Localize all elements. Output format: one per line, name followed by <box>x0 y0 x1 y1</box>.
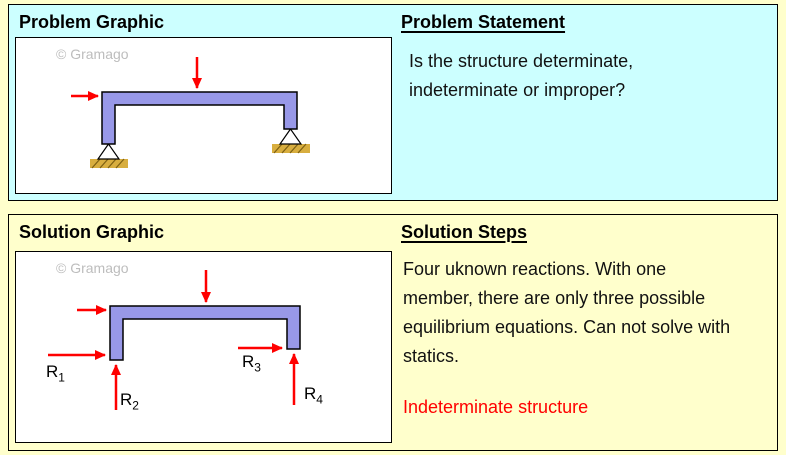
watermark-text: © Gramago <box>56 46 129 62</box>
reaction-subscript: 3 <box>254 360 261 375</box>
reaction-subscript: 2 <box>132 398 139 413</box>
solution-steps-column: Solution Steps Four uknown reactions. Wi… <box>401 222 773 418</box>
problem-graphic-heading: Problem Graphic <box>19 12 165 32</box>
problem-panel: Problem Graphic <box>8 4 778 201</box>
problem-statement-heading: Problem Statement <box>401 12 566 32</box>
reaction-base: R <box>120 390 133 409</box>
problem-statement-text: Is the structure determinate, indetermin… <box>409 51 634 100</box>
result-text: Indeterminate structure <box>403 397 589 417</box>
frame-member <box>101 91 298 145</box>
solution-graphic-heading: Solution Graphic <box>19 222 165 242</box>
reaction-label-r4: R4 <box>304 384 323 406</box>
problem-structure-diagram <box>71 57 310 169</box>
problem-statement-column: Problem Statement Is the structure deter… <box>401 12 773 105</box>
solution-panel: Solution Graphic © Gramago R1 <box>8 214 778 451</box>
frame-member <box>109 305 301 361</box>
reaction-base: R <box>242 352 255 371</box>
pin-support-left <box>90 142 128 169</box>
reaction-base: R <box>46 362 59 381</box>
reaction-label-r3: R3 <box>242 352 261 374</box>
solution-graphic-box: © Gramago R1 R2 R3 R4 <box>15 251 392 443</box>
reaction-base: R <box>304 384 317 403</box>
reaction-subscript: 1 <box>58 370 65 385</box>
reaction-subscript: 4 <box>316 392 323 407</box>
reaction-label-r1: R1 <box>46 362 65 384</box>
pin-support-right <box>272 127 310 154</box>
solution-steps-heading: Solution Steps <box>401 222 527 242</box>
solution-steps-text: Four uknown reactions. With one member, … <box>403 259 731 366</box>
reaction-label-r2: R2 <box>120 390 139 412</box>
watermark-text: © Gramago <box>56 260 129 276</box>
solution-structure-diagram <box>48 270 301 410</box>
problem-graphic-box: © Gramago <box>15 37 392 194</box>
